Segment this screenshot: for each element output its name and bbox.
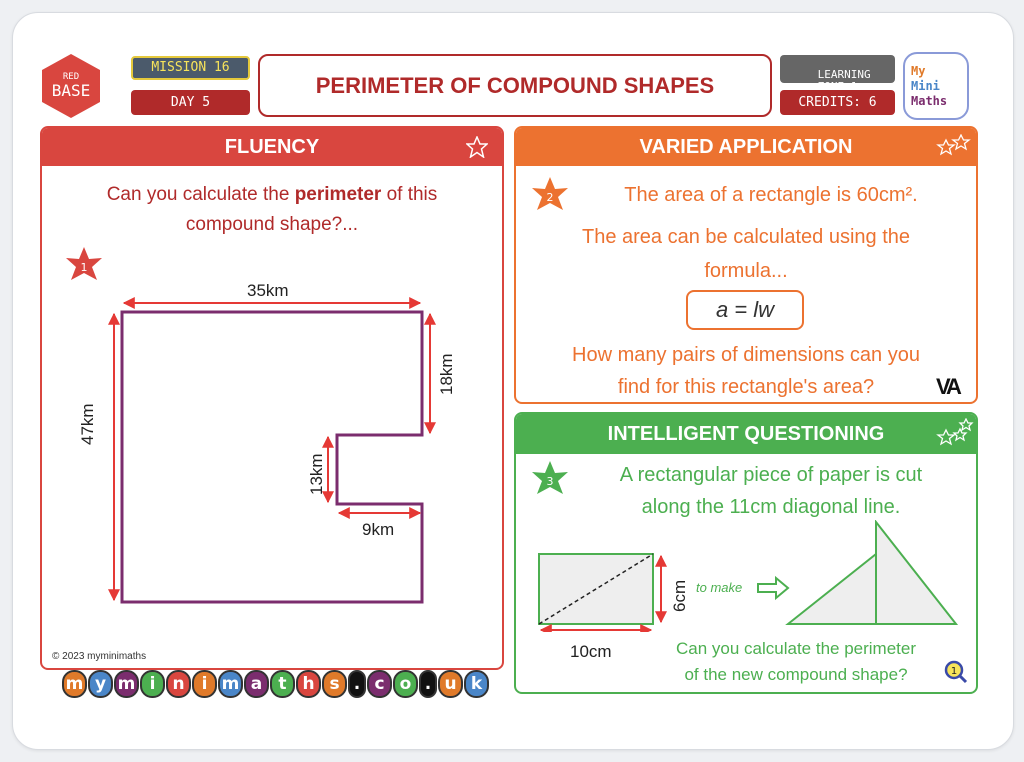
logo-letter: m	[218, 670, 243, 698]
varied-heading: VARIED APPLICATION	[516, 128, 976, 166]
svg-text:3: 3	[547, 475, 554, 488]
logo-letter: i	[140, 670, 165, 698]
dim-top-label: 35km	[247, 281, 289, 300]
varied-application-panel: VARIED APPLICATION The area of a rectang…	[514, 126, 978, 404]
varied-line5: find for this rectangle's area?	[617, 376, 875, 398]
fluency-question: Can you calculate the perimeter of this …	[106, 184, 438, 235]
logo-letter: k	[464, 670, 489, 698]
day-label: DAY 5	[131, 90, 250, 115]
dim-left-label: 47km	[78, 403, 97, 445]
compound-triangle-shape	[785, 520, 959, 625]
fluency-panel: FLUENCY Can you calculate the perimeter …	[40, 126, 504, 670]
intelligent-questioning-panel: INTELLIGENT QUESTIONING A rectangular pi…	[514, 412, 978, 694]
to-make-label: to make	[696, 580, 743, 595]
star-icon	[466, 136, 488, 158]
logo-letter: .	[419, 670, 437, 698]
intelligent-q1: Can you calculate the perimeter	[675, 639, 917, 658]
magnifier-icon: 1	[944, 660, 968, 684]
base-top-text: RED	[63, 72, 79, 82]
logo-letter: m	[62, 670, 87, 698]
learning-zone-label: LEARNING ZONE 1	[780, 55, 895, 93]
credits-label: CREDITS: 6	[780, 90, 895, 115]
logo-letter: t	[270, 670, 295, 698]
svg-text:2: 2	[547, 191, 554, 204]
rect-width-label: 10cm	[570, 642, 612, 661]
logo-letter: y	[88, 670, 113, 698]
formula-box: a = lw	[686, 290, 804, 330]
dim-right-top-label: 18km	[437, 353, 456, 395]
mission-label: MISSION 16	[131, 56, 250, 80]
compound-shape-diagram	[108, 297, 436, 604]
intelligent-heading: INTELLIGENT QUESTIONING	[516, 414, 976, 454]
varied-line1: The area of a rectangle is 60cm².	[624, 184, 918, 206]
logo-letter: m	[114, 670, 139, 698]
copyright-text: © 2023 myminimaths	[52, 651, 147, 662]
dim-notch-width-label: 9km	[362, 520, 395, 539]
compound-shape-outline	[120, 310, 424, 604]
intelligent-q2: of the new compound shape?	[684, 665, 908, 684]
question-3-star-badge: 3	[532, 461, 568, 494]
base-label-text: BASE	[52, 81, 91, 100]
question-1-star-badge: 1	[66, 247, 102, 280]
intelligent-line2: along the 11cm diagonal line.	[641, 496, 901, 518]
svg-text:1: 1	[81, 261, 88, 274]
logo-letter: u	[438, 670, 463, 698]
arrow-right-icon	[757, 575, 790, 601]
dim-notch-height-label: 13km	[307, 453, 326, 495]
two-stars-icon	[936, 134, 971, 156]
myminimaths-logo: My Mini Maths	[903, 52, 969, 120]
diagonal-cut-line	[538, 553, 654, 625]
intelligent-line1: A rectangular piece of paper is cut	[619, 464, 923, 486]
logo-letter: n	[166, 670, 191, 698]
fluency-heading: FLUENCY	[42, 128, 502, 166]
logo-letter: c	[367, 670, 392, 698]
logo-letter: a	[244, 670, 269, 698]
logo-letter: o	[393, 670, 418, 698]
logo-letter: i	[192, 670, 217, 698]
page-title: PERIMETER OF COMPOUND SHAPES	[258, 54, 772, 117]
varied-line2: The area can be calculated using the	[582, 226, 910, 248]
three-stars-icon	[936, 418, 974, 446]
va-corner-mark: VA	[936, 374, 962, 399]
svg-text:1: 1	[951, 666, 957, 677]
varied-line3: formula...	[704, 260, 788, 282]
logo-letter: .	[348, 670, 366, 698]
logo-letter: h	[296, 670, 321, 698]
question-2-star-badge: 2	[532, 177, 568, 210]
varied-line4: How many pairs of dimensions can you	[572, 344, 920, 366]
logo-letter: s	[322, 670, 347, 698]
red-base-badge: RED BASE	[42, 54, 100, 118]
paper-cut-diagram	[538, 520, 959, 632]
